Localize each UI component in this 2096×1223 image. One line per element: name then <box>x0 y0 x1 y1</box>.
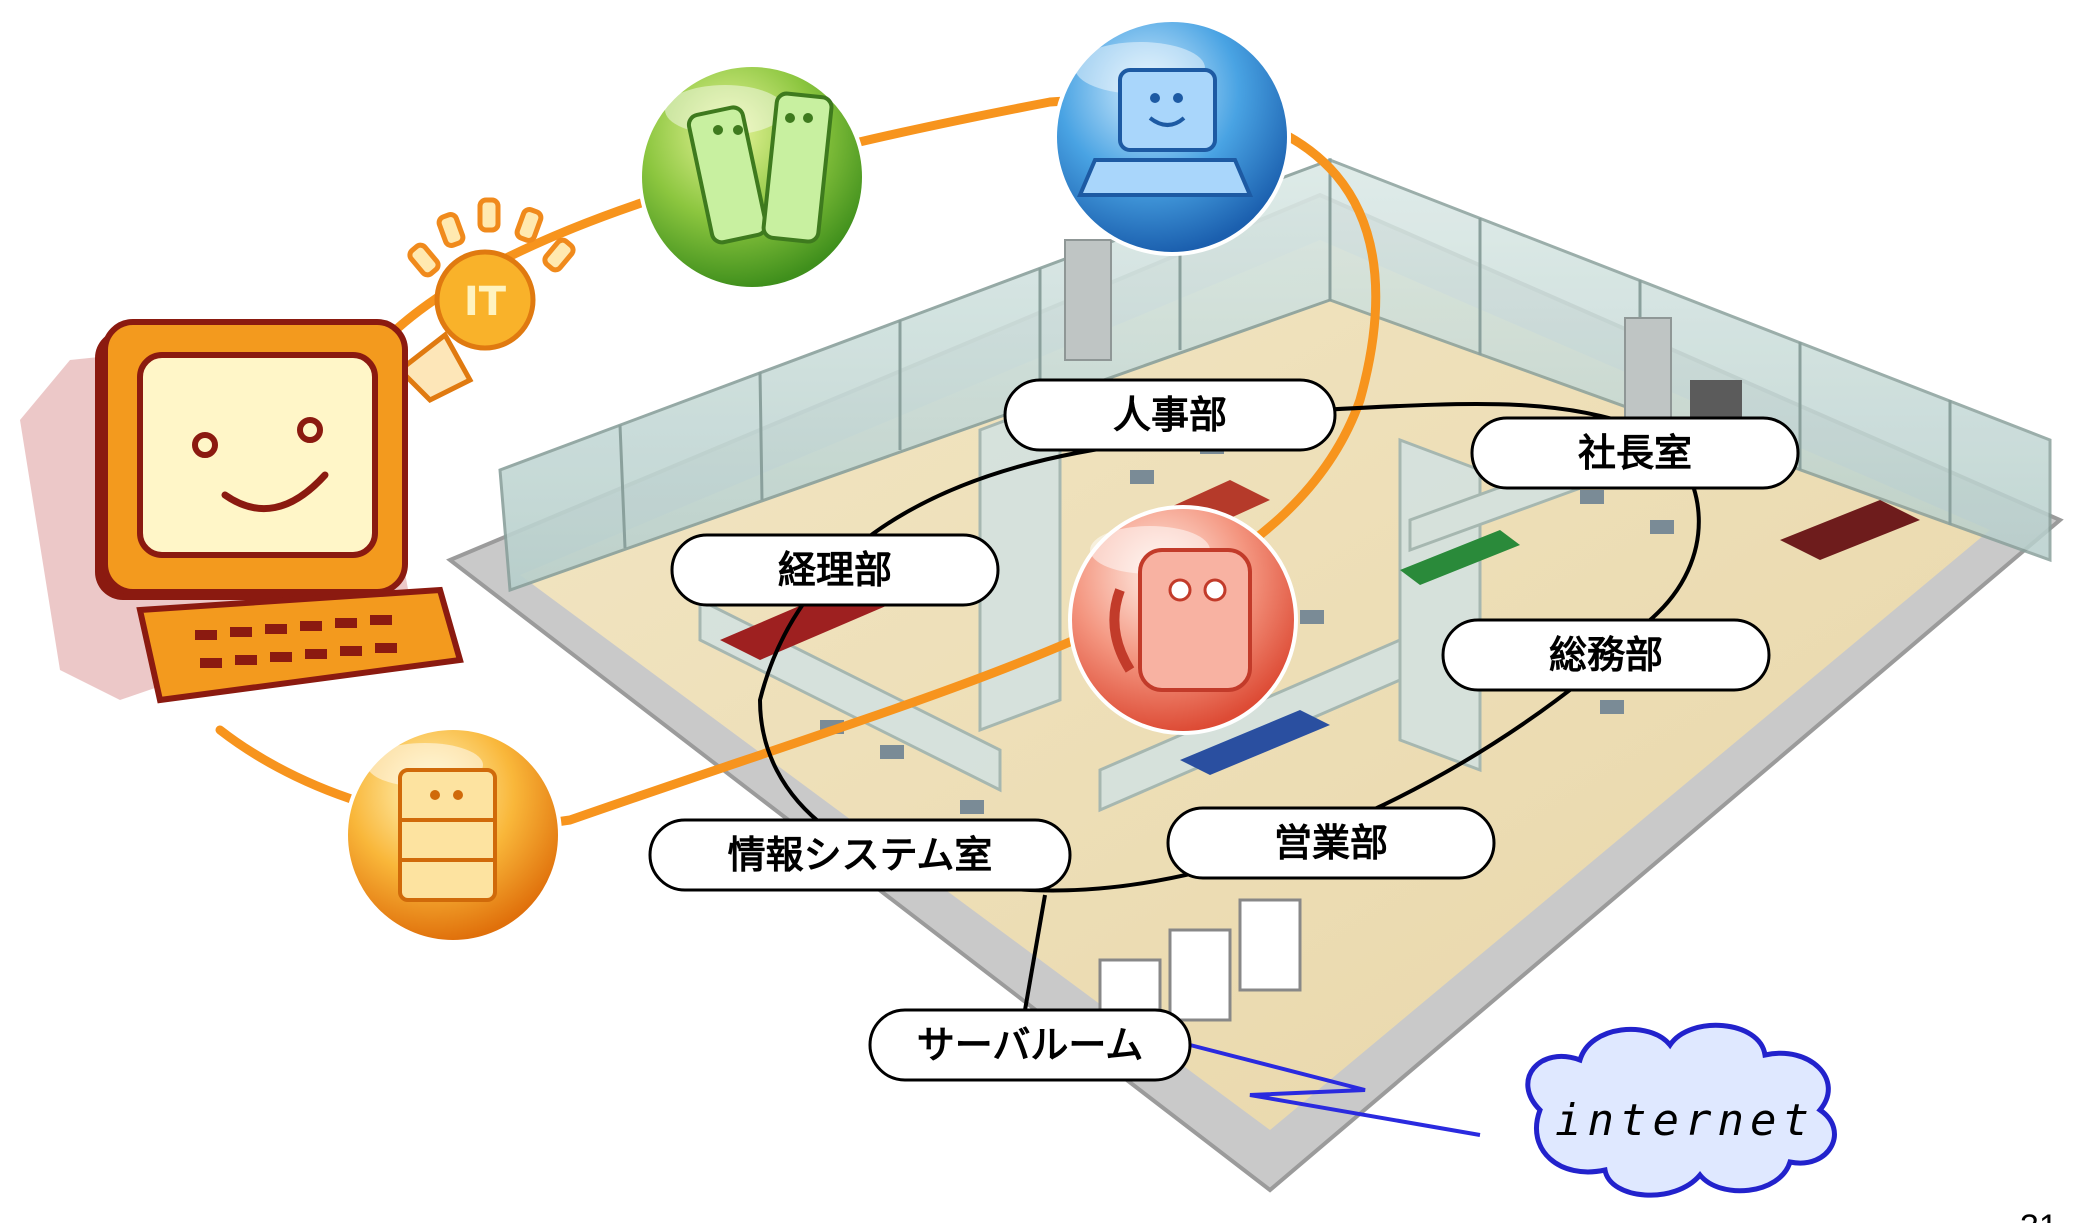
svg-text:社長室: 社長室 <box>1578 431 1692 475</box>
telephone-icon <box>1068 505 1298 735</box>
dept-label-keiri: 経理部 <box>670 533 1000 607</box>
dept-label-jinji: 人事部 <box>1003 378 1337 452</box>
svg-text:総務部: 総務部 <box>1549 633 1663 677</box>
dept-label-eigyo: 営業部 <box>1166 806 1496 880</box>
svg-text:情報システム室: 情報システム室 <box>728 833 993 877</box>
internet-link <box>1189 1043 1481 1137</box>
back-wall-right <box>1328 157 2052 563</box>
pillar <box>1064 239 1112 361</box>
svg-text:経理部: 経理部 <box>778 548 892 592</box>
svg-text:人事部: 人事部 <box>1113 393 1227 437</box>
dept-label-somu: 総務部 <box>1441 618 1771 692</box>
mobile-phone-icon <box>638 63 866 291</box>
dept-label-shacho: 社長室 <box>1470 416 1800 490</box>
internet-label: internet <box>1555 1095 1815 1146</box>
internet-cloud: internet <box>1525 1022 1837 1198</box>
laptop-icon <box>1053 18 1291 256</box>
dept-label-joho: 情報システム室 <box>648 818 1072 892</box>
computer-mascot-icon <box>20 319 464 704</box>
copier-icon <box>344 726 562 944</box>
pillar <box>1624 317 1672 429</box>
dept-label-server: サーバルーム <box>868 1008 1192 1082</box>
svg-text:IT: IT <box>464 279 507 325</box>
page-number: 31 <box>2020 1208 2058 1223</box>
lightbulb-icon: IT <box>396 197 576 404</box>
svg-text:営業部: 営業部 <box>1274 821 1388 865</box>
department-labels: 人事部 社長室 経理部 総務部 情報システム室 営業部 サーバルーム <box>648 378 1800 1082</box>
svg-text:サーバルーム: サーバルーム <box>917 1023 1143 1067</box>
